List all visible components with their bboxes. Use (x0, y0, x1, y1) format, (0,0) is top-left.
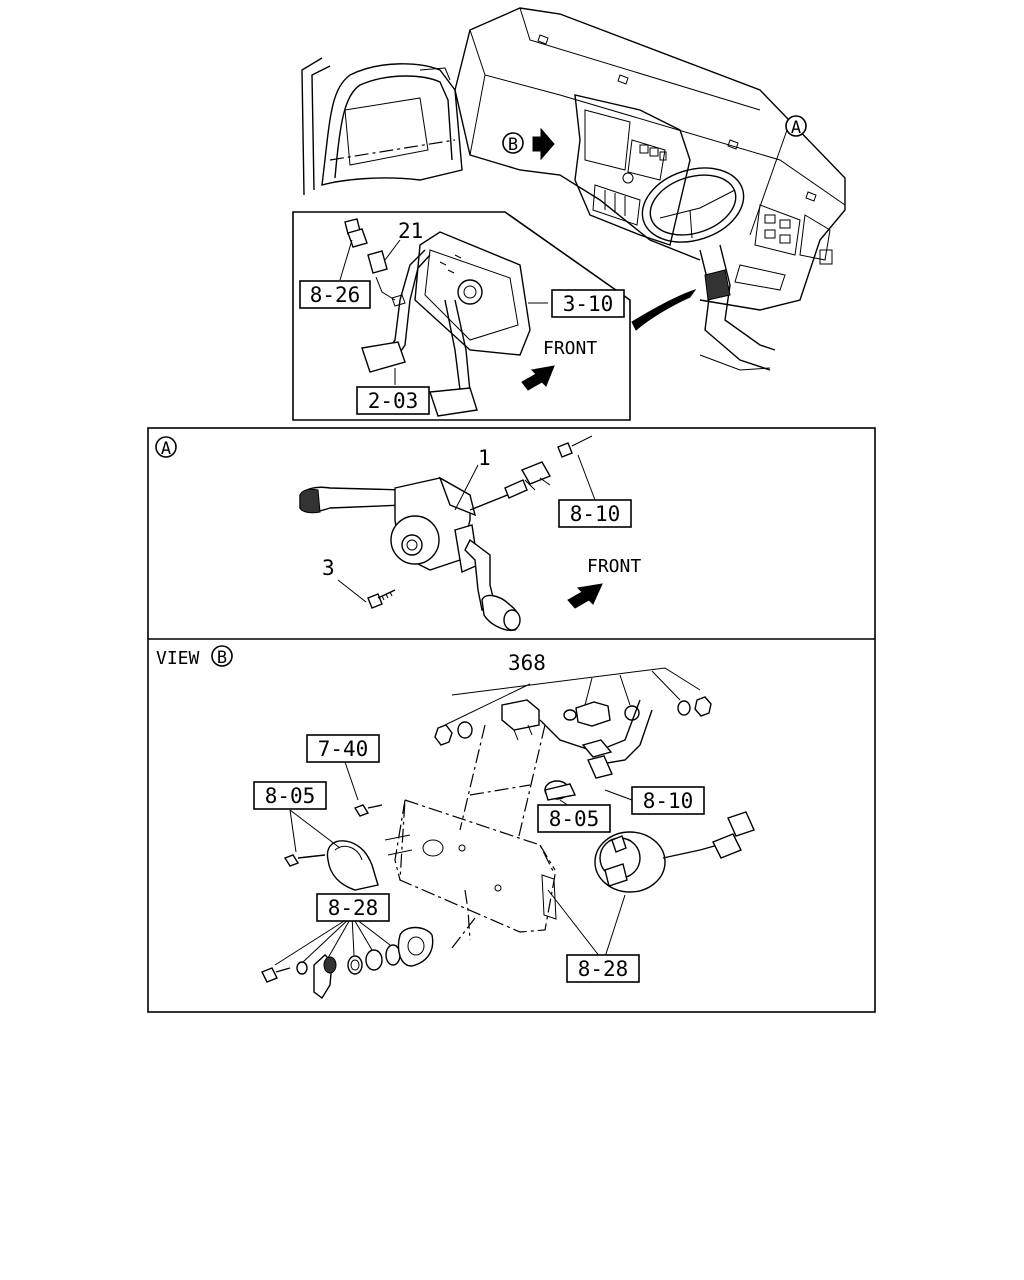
front-label-top: FRONT (543, 338, 597, 359)
callout-8-28-left-text: 8-28 (328, 896, 379, 920)
callout-8-05-center-text: 8-05 (549, 807, 600, 831)
callout-8-10-a: 8-10 (558, 499, 632, 528)
section-a-combination-switch (299, 435, 603, 632)
callout-7-40: 7-40 (306, 734, 380, 763)
view-b-title: VIEW B (156, 645, 233, 669)
callout-3-10-text: 3-10 (563, 292, 614, 316)
callout-8-26: 8-26 (299, 280, 371, 309)
marker-b-top-text: B (508, 135, 518, 155)
marker-a-section: A (155, 436, 177, 459)
marker-b-section-text: B (217, 648, 227, 668)
callout-8-05-left-text: 8-05 (265, 784, 316, 808)
callout-8-10-b-text: 8-10 (643, 789, 694, 813)
section-b-view (261, 667, 755, 1000)
view-b-label: VIEW (156, 648, 200, 669)
front-label-a: FRONT (587, 556, 641, 577)
cab-dashboard-illustration (301, 7, 846, 371)
part-number-3: 3 (322, 556, 335, 580)
marker-a-top: A (785, 115, 807, 138)
part-number-1: 1 (478, 446, 491, 470)
pedal-inset-panel (292, 211, 631, 421)
callout-2-03-text: 2-03 (368, 389, 419, 413)
callout-8-28-left: 8-28 (316, 893, 390, 922)
callout-8-28-right-text: 8-28 (578, 957, 629, 981)
callout-7-40-text: 7-40 (318, 737, 369, 761)
callout-8-10-b: 8-10 (631, 786, 705, 815)
marker-a-top-text: A (791, 118, 801, 138)
callout-8-10-a-text: 8-10 (570, 502, 621, 526)
callout-2-03: 2-03 (356, 386, 430, 415)
callout-8-05-left: 8-05 (253, 781, 327, 810)
callout-8-26-text: 8-26 (310, 283, 361, 307)
callout-3-10: 3-10 (551, 289, 625, 318)
marker-a-section-text: A (161, 439, 171, 459)
callout-8-05-center: 8-05 (537, 804, 611, 833)
part-number-368: 368 (508, 651, 546, 675)
part-number-21: 21 (398, 219, 423, 243)
callout-8-28-right: 8-28 (566, 954, 640, 983)
marker-b-top: B (502, 132, 524, 155)
